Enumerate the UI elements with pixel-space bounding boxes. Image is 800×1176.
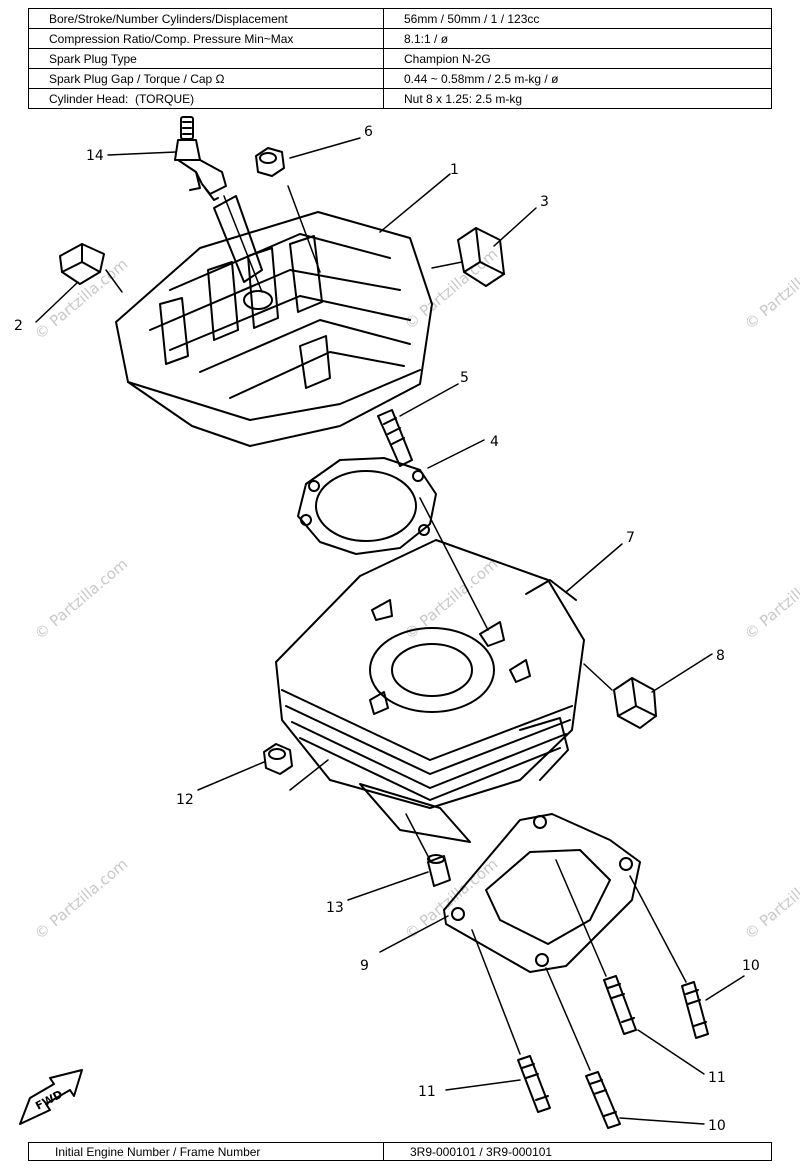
callout-9: 9 — [360, 958, 369, 974]
head-nut-drawing — [255, 147, 285, 177]
watermark: © Partzilla.com — [401, 855, 501, 943]
callout-7: 7 — [626, 530, 635, 546]
spec-table: Bore/Stroke/Number Cylinders/Displacemen… — [28, 8, 772, 109]
spark-plug-drawing — [174, 116, 227, 201]
cap-right-drawing — [457, 227, 505, 287]
spec-label: Spark Plug Type — [28, 48, 384, 69]
watermark: © Partzilla.com — [31, 555, 131, 643]
callout-3: 3 — [540, 194, 549, 210]
stud-10-upper-drawing — [681, 981, 709, 1039]
callout-5: 5 — [460, 370, 469, 386]
spec-label-text: Cylinder Head: — [49, 91, 129, 106]
base-gasket-drawing — [443, 813, 641, 973]
callout-11-upper: 11 — [708, 1070, 726, 1086]
stud-10-lower-drawing — [585, 1071, 621, 1129]
watermarks: © Partzilla.com © Partzilla.com © Partzi… — [31, 245, 800, 943]
watermark: © Partzilla.com — [741, 555, 800, 643]
callout-6: 6 — [364, 124, 373, 140]
footer-value: 3R9-000101 / 3R9-000101 — [383, 1142, 772, 1161]
cylinder-nut-drawing — [263, 743, 293, 775]
stud-5-drawing — [377, 409, 413, 467]
footer-row: Initial Engine Number / Frame Number 3R9… — [28, 1142, 772, 1161]
fwd-arrow-icon — [19, 1069, 83, 1125]
watermark: © Partzilla.com — [31, 855, 131, 943]
handwritten-torque-note: (TORQUE) — [135, 91, 195, 106]
stud-11-lower-drawing — [517, 1055, 551, 1113]
callout-10-upper: 10 — [742, 958, 760, 974]
footer-table: Initial Engine Number / Frame Number 3R9… — [28, 1142, 772, 1161]
head-gasket-drawing — [297, 457, 437, 555]
callout-11-lower: 11 — [418, 1084, 436, 1100]
leader-lines — [35, 137, 745, 1125]
stud-11-upper-drawing — [603, 975, 637, 1035]
callout-12: 12 — [176, 792, 194, 808]
cylinder-drawing — [275, 539, 585, 843]
footer-label: Initial Engine Number / Frame Number — [28, 1142, 384, 1161]
watermark: © Partzilla.com — [741, 245, 800, 333]
cylinder-head-drawing — [115, 195, 433, 447]
cap-8-drawing — [613, 677, 657, 729]
callout-10-lower: 10 — [708, 1118, 726, 1134]
watermark: © Partzilla.com — [31, 255, 131, 343]
callout-14: 14 — [86, 148, 104, 164]
spec-row: Spark Plug Type Champion N-2G — [28, 48, 772, 69]
callout-labels: 14 6 1 3 2 5 4 7 8 12 13 9 10 11 11 10 — [14, 124, 760, 1134]
spec-row: Cylinder Head: (TORQUE) Nut 8 x 1.25: 2.… — [28, 88, 772, 109]
callout-8: 8 — [716, 648, 725, 664]
spec-value: Nut 8 x 1.25: 2.5 m-kg — [383, 88, 772, 109]
watermark: © Partzilla.com — [741, 855, 800, 943]
callout-2: 2 — [14, 318, 23, 334]
dowel-pin-drawing — [427, 854, 451, 887]
callout-1: 1 — [450, 162, 459, 178]
callout-4: 4 — [490, 434, 499, 450]
cap-left-drawing — [59, 243, 105, 285]
callout-13: 13 — [326, 900, 344, 916]
